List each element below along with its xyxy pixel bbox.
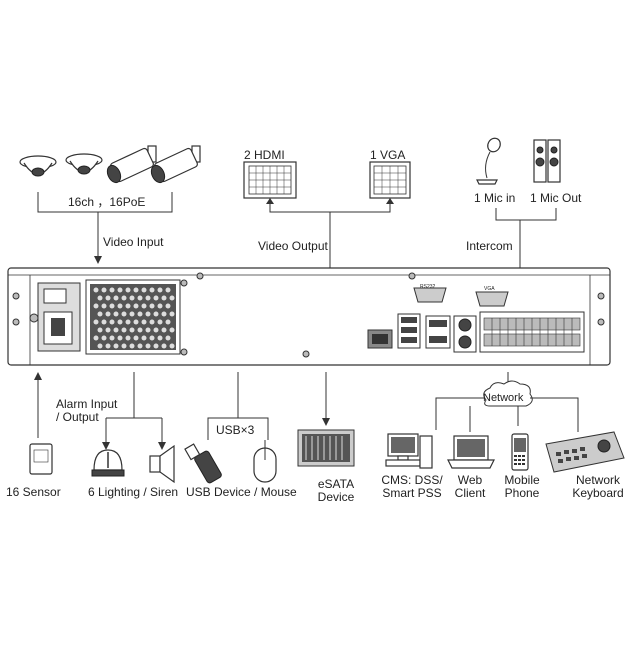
network-keyboard-label-1: Network — [575, 473, 620, 487]
mobile-phone-icon — [511, 433, 529, 471]
power-socket-icon — [29, 282, 81, 352]
mic-in-label: 1 Mic in — [474, 191, 516, 205]
dome-camera-icon — [65, 153, 103, 175]
mobile-phone-label-1: Mobile — [504, 473, 540, 487]
desktop-pc-icon — [385, 433, 433, 469]
vga-label: 1 VGA — [370, 148, 406, 162]
network-label: Network — [483, 392, 524, 404]
cms-label-1: CMS: DSS/ — [381, 473, 443, 487]
bullet-camera-icon — [150, 145, 201, 184]
alarm-lamp-icon — [91, 449, 125, 477]
lan-port-icon — [367, 329, 393, 349]
lighting-siren-label: 6 Lighting / Siren — [88, 485, 179, 499]
network-keyboard-icon — [545, 431, 625, 473]
audio-ports-icon — [453, 315, 477, 353]
vga-monitor-icon — [369, 161, 411, 199]
sensor-device-icon — [29, 443, 53, 475]
siren-horn-icon — [149, 444, 175, 484]
rs232-port-label: RS232 — [420, 284, 436, 290]
alarm-terminal-block-icon — [479, 311, 585, 353]
intercom-label: Intercom — [466, 239, 513, 253]
web-client-label-2: Client — [454, 486, 486, 500]
bullet-camera-icon — [106, 145, 157, 184]
hdmi-monitor-icon — [243, 161, 297, 199]
video-input-label: Video Input — [103, 235, 164, 249]
rs232-port-icon — [413, 287, 447, 303]
monitor-bracket — [269, 198, 391, 213]
usb-esata-ports-icon — [397, 313, 421, 349]
usb-device-label: USB Device / Mouse — [186, 485, 297, 499]
alarm-io-label-2: / Output — [56, 410, 99, 424]
intercom-bracket — [495, 208, 557, 221]
laptop-icon — [447, 435, 495, 469]
fan-grille — [85, 279, 181, 355]
video-output-label: Video Output — [258, 239, 328, 253]
vga-port-icon — [475, 291, 509, 307]
esata-label-2: Device — [317, 490, 355, 504]
web-client-label-1: Web — [457, 473, 483, 487]
mouse-icon — [253, 440, 277, 483]
hdmi-ports-icon — [425, 315, 451, 349]
usb-flash-drive-icon — [184, 443, 222, 484]
alarm-io-label-1: Alarm Input — [56, 397, 118, 411]
usb-count-label: USB×3 — [216, 423, 255, 437]
camera-bracket — [37, 192, 173, 213]
network-branch-cms — [435, 397, 484, 430]
sensor-label: 16 Sensor — [6, 485, 61, 499]
dome-camera-icon — [19, 155, 57, 177]
network-cloud-icon — [483, 380, 533, 407]
microphone-icon — [476, 137, 501, 185]
vga-port-label: VGA — [484, 286, 495, 292]
camera-count-label: 16ch ，16PoE — [68, 195, 146, 209]
network-keyboard-label-2: Keyboard — [572, 486, 624, 500]
speaker-icon — [533, 139, 561, 183]
esata-label-1: eSATA — [317, 477, 355, 491]
cms-label-2: Smart PSS — [382, 486, 442, 500]
network-branch-keyboard — [530, 397, 579, 432]
hdmi-label: 2 HDMI — [244, 148, 285, 162]
mobile-phone-label-2: Phone — [504, 486, 540, 500]
mic-out-label: 1 Mic Out — [530, 191, 582, 205]
esata-device-icon — [297, 429, 355, 467]
